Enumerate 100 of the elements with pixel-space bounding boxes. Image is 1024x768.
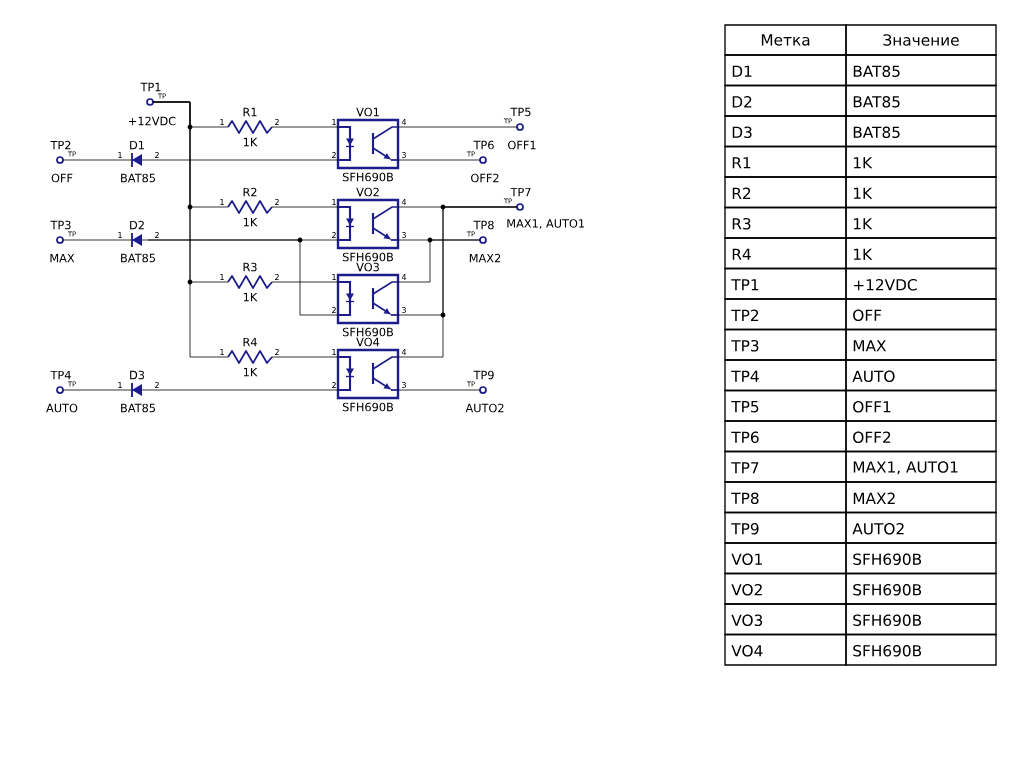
- table-cell: TP3: [724, 328, 847, 361]
- pin-number: 2: [275, 349, 279, 355]
- net-label: MAX: [50, 253, 75, 263]
- table-cell: D3: [724, 115, 847, 148]
- table-cell: VO1: [724, 542, 847, 575]
- table-cell: R1: [724, 145, 847, 178]
- pin-number: 2: [332, 382, 336, 388]
- wire: [62, 389, 127, 391]
- pin-number: 1: [332, 119, 336, 125]
- table-cell: D1: [724, 54, 847, 87]
- table-cell: R2: [724, 176, 847, 209]
- wire: [397, 159, 481, 161]
- pin-number: 3: [402, 382, 406, 388]
- table-cell: 1K: [845, 145, 997, 178]
- table-cell: TP1: [724, 267, 847, 300]
- table-cell: TP9: [724, 511, 847, 544]
- component-label: TP5: [510, 107, 531, 117]
- pin-number: 1: [332, 199, 336, 205]
- part-number: BAT85: [121, 403, 155, 413]
- net-label: OFF: [51, 173, 73, 183]
- component-value: 1K: [243, 217, 258, 227]
- table-cell: AUTO2: [845, 511, 997, 544]
- pin-number: 4: [401, 349, 407, 355]
- component-label: D3: [130, 370, 145, 380]
- component-value: 1K: [243, 292, 258, 302]
- table-cell: MAX: [845, 328, 997, 361]
- pin-number: 2: [275, 119, 279, 125]
- component-label: D2: [130, 220, 144, 230]
- table-header-cell: Метка: [724, 24, 847, 56]
- pin-number: 2: [155, 382, 159, 388]
- net-label: MAX1, AUTO1: [507, 219, 585, 229]
- table-cell: VO3: [724, 603, 847, 636]
- table-cell: TP7: [724, 450, 847, 483]
- table-cell: 1K: [845, 176, 997, 209]
- component-label: VO4: [356, 337, 380, 347]
- net-label: AUTO: [46, 403, 78, 413]
- wire: [397, 206, 518, 358]
- component-label: R1: [243, 107, 257, 117]
- pin-number: 3: [402, 152, 406, 158]
- part-number: BAT85: [121, 173, 155, 183]
- pin-number: 2: [275, 199, 279, 205]
- table-cell: R4: [724, 237, 847, 270]
- component-label: R4: [243, 337, 257, 347]
- wire: [147, 159, 339, 161]
- component-label: VO1: [356, 107, 379, 117]
- wire: [397, 239, 481, 283]
- table-cell: R3: [724, 206, 847, 239]
- pin-number: 1: [118, 232, 122, 238]
- table-cell: MAX2: [845, 481, 997, 514]
- table-cell: TP8: [724, 481, 847, 514]
- wire: [397, 389, 481, 391]
- table-cell: TP4: [724, 359, 847, 392]
- table-cell: TP2: [724, 298, 847, 331]
- table-cell: D2: [724, 84, 847, 117]
- pin-number: 1: [332, 349, 336, 355]
- component-label: VO2: [356, 187, 379, 197]
- table-cell: VO4: [724, 633, 847, 666]
- pin-number: 4: [401, 199, 407, 205]
- pin-number: 2: [332, 152, 336, 158]
- component-label: D1: [130, 140, 144, 150]
- component-label: TP8: [473, 220, 494, 230]
- pin-number: 1: [220, 274, 224, 280]
- table-cell: BAT85: [845, 115, 997, 148]
- table-cell: BAT85: [845, 84, 997, 117]
- table-cell: SFH690B: [845, 572, 997, 605]
- wire: [271, 126, 339, 128]
- component-label: VO3: [356, 262, 379, 272]
- component-label: TP6: [473, 140, 494, 150]
- table-cell: TP6: [724, 420, 847, 453]
- net-label: +12VDC: [129, 116, 176, 126]
- component-label: TP3: [50, 220, 71, 230]
- pin-number: 1: [118, 152, 122, 158]
- wire: [62, 239, 127, 241]
- net-label: OFF2: [471, 173, 499, 183]
- wire: [147, 389, 339, 391]
- pin-number: 1: [220, 349, 224, 355]
- pin-number: 2: [332, 307, 336, 313]
- component-label: TP2: [50, 140, 71, 150]
- pin-number: 3: [402, 232, 406, 238]
- table-cell: SFH690B: [845, 542, 997, 575]
- component-label: TP7: [510, 187, 531, 197]
- wire: [62, 159, 127, 161]
- pin-number: 2: [332, 232, 336, 238]
- part-number: SFH690B: [342, 402, 393, 412]
- pin-number: 1: [220, 199, 224, 205]
- component-label: R2: [243, 187, 257, 197]
- wire: [271, 356, 339, 358]
- pin-number: 4: [401, 274, 407, 280]
- component-value: 1K: [243, 137, 258, 147]
- part-number: SFH690B: [342, 327, 393, 337]
- pin-number: 2: [155, 232, 159, 238]
- pin-number: 2: [275, 274, 279, 280]
- net-label: MAX2: [469, 253, 501, 263]
- pin-number: 4: [401, 119, 407, 125]
- component-label: TP1: [140, 82, 161, 92]
- table-cell: OFF: [845, 298, 997, 331]
- table-cell: TP5: [724, 389, 847, 422]
- table-cell: 1K: [845, 206, 997, 239]
- table-cell: BAT85: [845, 54, 997, 87]
- net-label: OFF1: [508, 140, 536, 150]
